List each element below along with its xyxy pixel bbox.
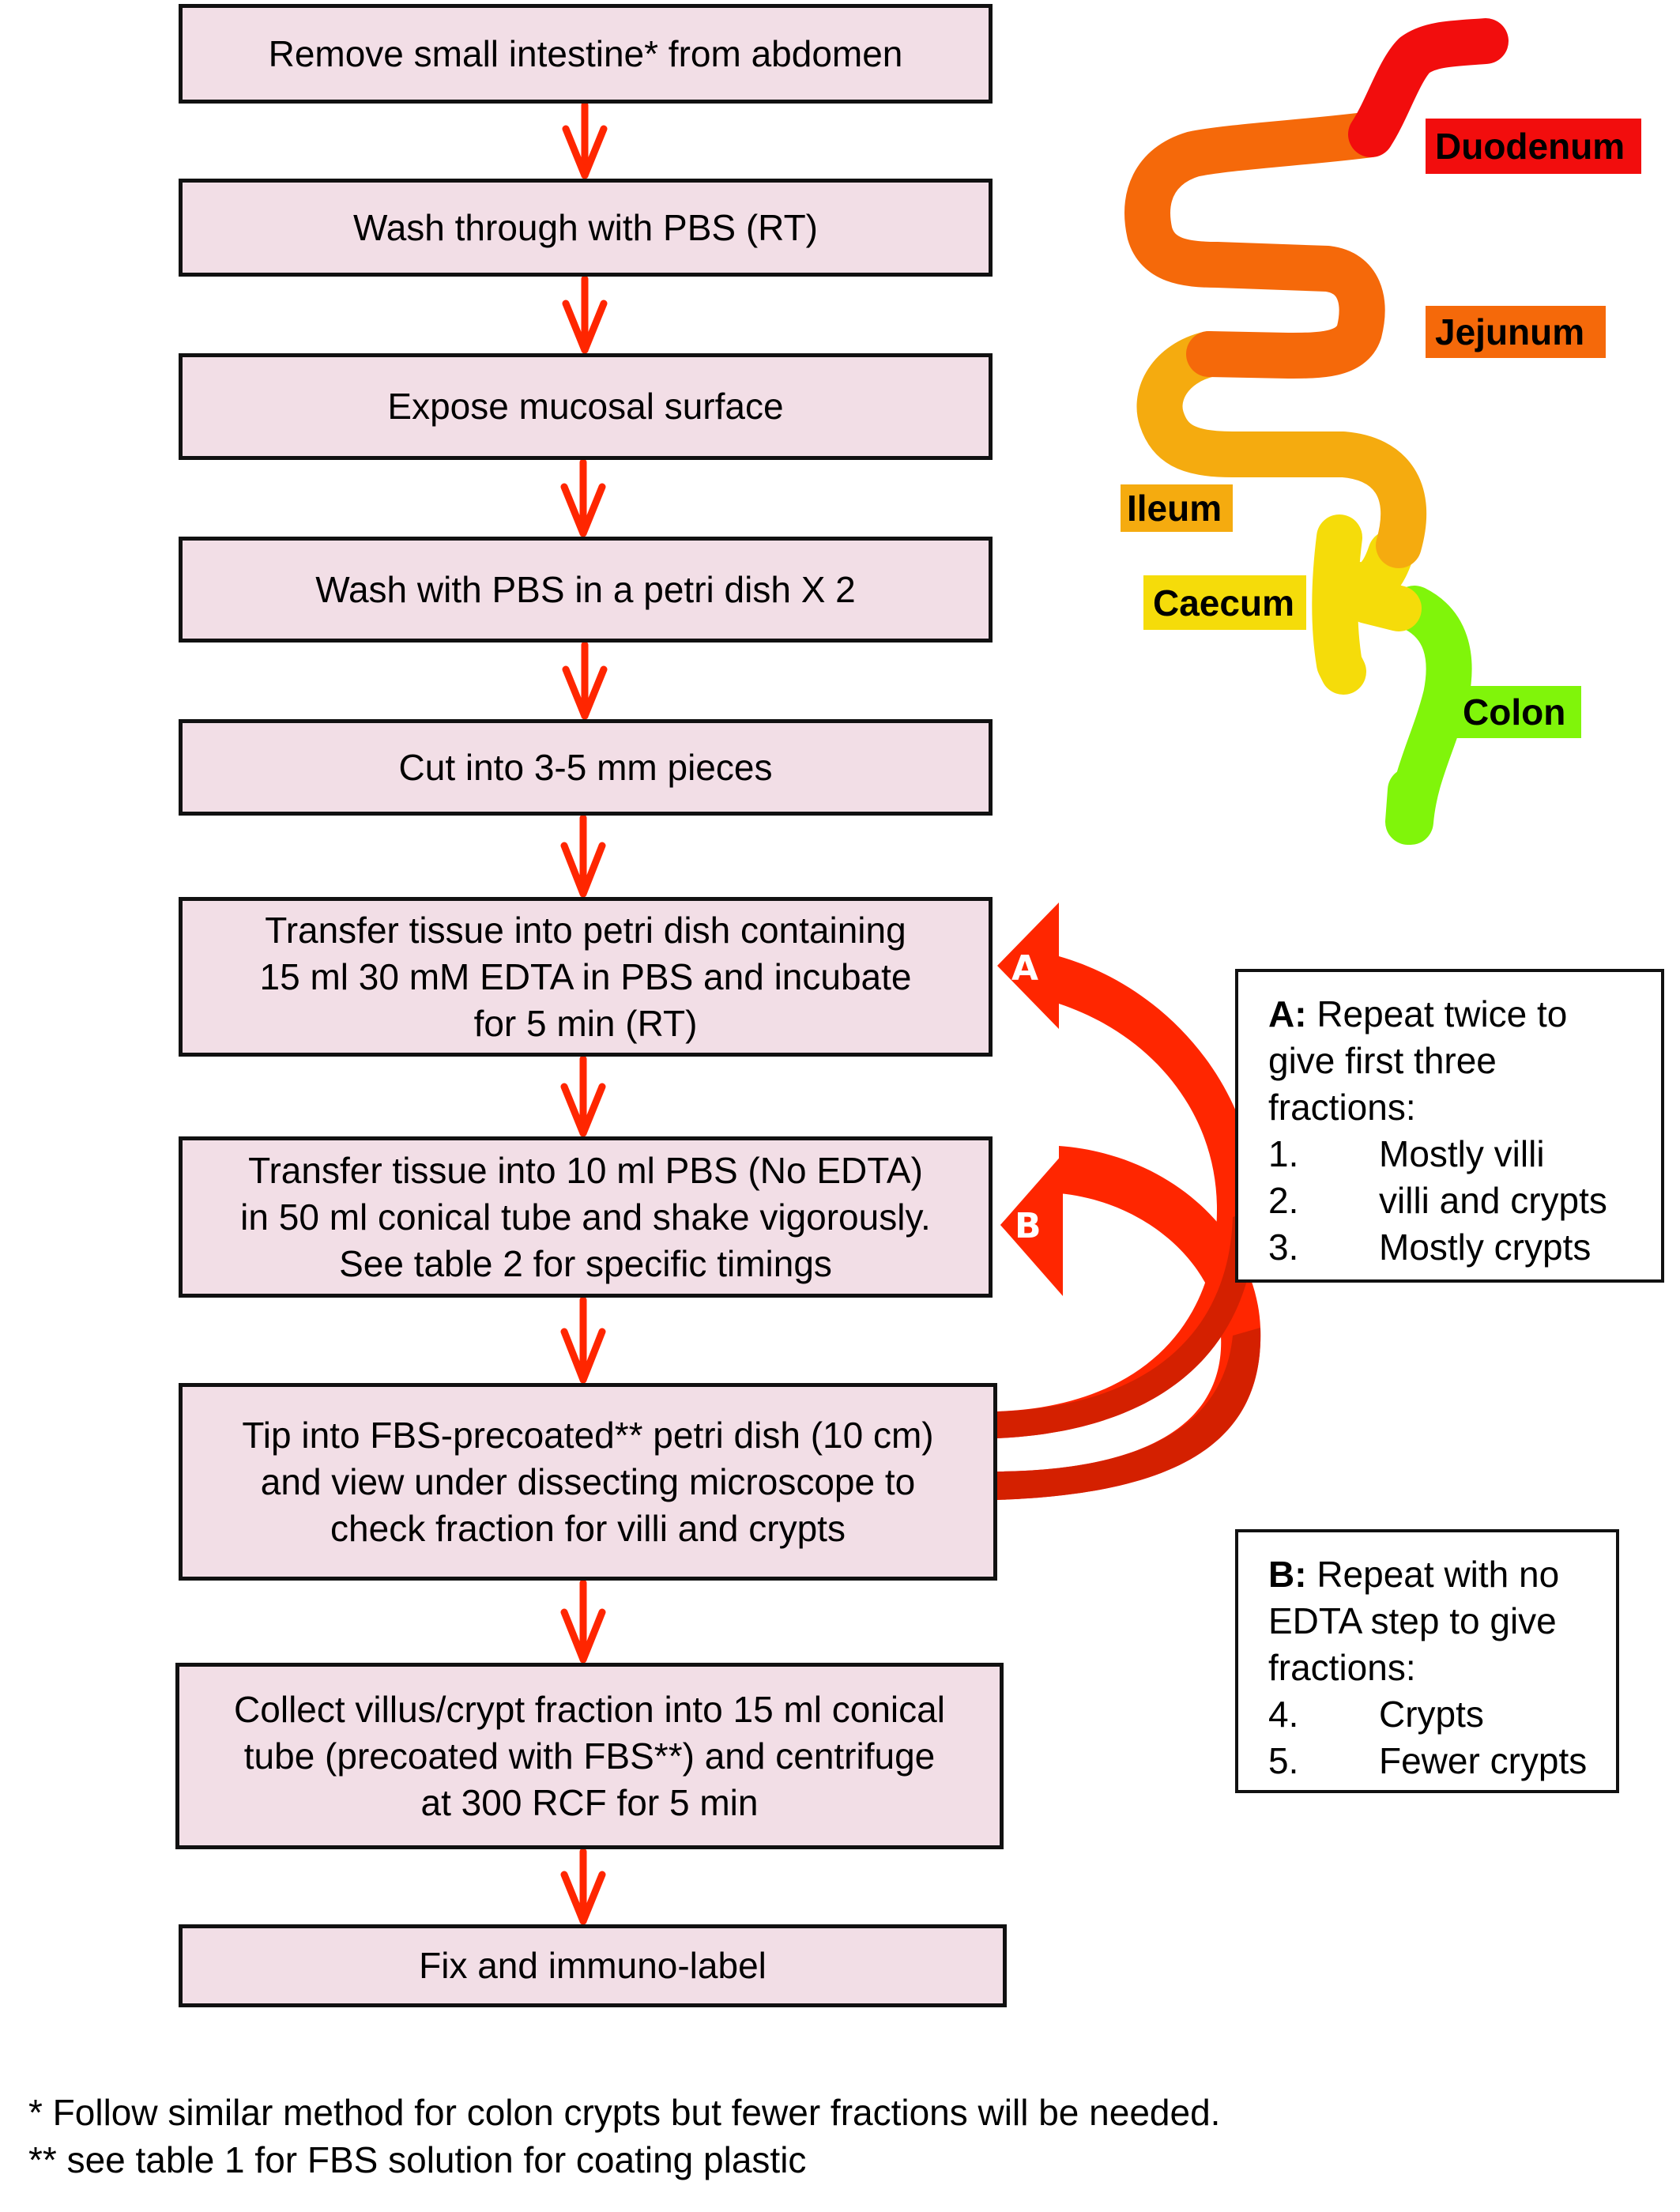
step-9-line-3: at 300 RCF for 5 min	[420, 1781, 759, 1823]
note-b: B: Repeat with no EDTA step to give frac…	[1235, 1529, 1619, 1793]
flow-arrow-1-2	[562, 101, 608, 179]
note-b-line-2: EDTA step to give	[1268, 1600, 1557, 1641]
footnote-2: ** see table 1 for FBS solution for coat…	[28, 2139, 807, 2180]
ileum-segment	[1136, 331, 1427, 568]
note-a-item-1-num: 1.	[1268, 1133, 1299, 1174]
step-4-line-1: Wash with PBS in a petri dish X 2	[315, 568, 856, 610]
step-7-shake-pbs: Transfer tissue into 10 ml PBS (No EDTA)…	[179, 1136, 993, 1298]
step-6-line-3: for 5 min (RT)	[473, 1002, 698, 1044]
label-ileum: Ileum	[1121, 484, 1233, 532]
loop-arrow-a: A	[997, 903, 1256, 1438]
flow-arrow-9-10	[560, 1848, 606, 1925]
label-colon: Colon	[1453, 686, 1581, 738]
note-b-line-1: B: Repeat with no	[1268, 1551, 1616, 1598]
flow-arrow-6-7	[560, 1055, 606, 1137]
label-jejunum: Jejunum	[1426, 306, 1606, 358]
step-6-edta-incubate: Transfer tissue into petri dish containi…	[179, 897, 993, 1057]
step-3-expose-mucosa: Expose mucosal surface	[179, 353, 993, 460]
note-a-item-3: 3. Mostly crypts	[1268, 1224, 1661, 1271]
colon-segment-tail	[1385, 767, 1433, 845]
note-a: A: Repeat twice to give first three frac…	[1235, 969, 1664, 1283]
note-a-item-2-text: villi and crypts	[1379, 1180, 1607, 1221]
step-8-line-3: check fraction for villi and crypts	[330, 1507, 846, 1549]
note-a-line-1: A: Repeat twice to	[1268, 991, 1661, 1038]
note-a-item-2: 2. villi and crypts	[1268, 1178, 1661, 1224]
flow-arrows	[560, 101, 608, 1925]
duodenum-segment	[1348, 18, 1509, 157]
note-b-text-1: Repeat with no	[1317, 1554, 1560, 1595]
note-a-item-1: 1. Mostly villi	[1268, 1131, 1661, 1178]
note-b-item-4-text: Crypts	[1379, 1694, 1484, 1735]
step-8-line-1: Tip into FBS-precoated** petri dish (10 …	[242, 1414, 934, 1456]
note-b-line-3: fractions:	[1268, 1647, 1416, 1688]
footnote-1: * Follow similar method for colon crypts…	[28, 2092, 1221, 2133]
note-b-item-4: 4. Crypts	[1268, 1691, 1616, 1738]
step-9-line-1: Collect villus/crypt fraction into 15 ml…	[234, 1688, 945, 1730]
flow-arrow-7-8	[560, 1296, 606, 1384]
label-duodenum: Duodenum	[1426, 119, 1641, 174]
note-a-line-2: give first three	[1268, 1040, 1497, 1081]
note-a-item-3-text: Mostly crypts	[1379, 1227, 1591, 1268]
flow-arrow-4-5	[562, 641, 608, 720]
note-b-label: B:	[1268, 1554, 1307, 1595]
note-a-item-2-num: 2.	[1268, 1180, 1299, 1221]
step-2-wash-through: Wash through with PBS (RT)	[179, 179, 993, 277]
step-9-collect-centrifuge: Collect villus/crypt fraction into 15 ml…	[175, 1663, 1004, 1849]
step-9-line-2: tube (precoated with FBS**) and centrifu…	[243, 1735, 936, 1777]
loop-arrow-b: B	[997, 1146, 1261, 1500]
note-b-item-5: 5. Fewer crypts	[1268, 1738, 1616, 1784]
step-2-line-1: Wash through with PBS (RT)	[353, 206, 818, 248]
step-6-line-1: Transfer tissue into petri dish containi…	[265, 909, 906, 951]
intestine-illustration	[1124, 18, 1509, 845]
loop-arrow-a-letter: A	[1011, 948, 1038, 989]
note-b-item-4-num: 4.	[1268, 1694, 1299, 1735]
loop-arrow-b-letter: B	[1015, 1206, 1042, 1246]
note-a-item-3-num: 3.	[1268, 1227, 1299, 1268]
step-6-line-2: 15 ml 30 mM EDTA in PBS and incubate	[259, 955, 912, 997]
flow-arrow-8-9	[560, 1579, 606, 1664]
note-a-label: A:	[1268, 993, 1307, 1034]
step-8-line-2: and view under dissecting microscope to	[260, 1460, 916, 1502]
caecum-segment	[1312, 514, 1366, 695]
step-7-line-2: in 50 ml conical tube and shake vigorous…	[240, 1196, 931, 1238]
step-7-line-1: Transfer tissue into 10 ml PBS (No EDTA)	[248, 1149, 923, 1191]
step-3-line-1: Expose mucosal surface	[387, 386, 784, 427]
step-1-remove-intestine: Remove small intestine* from abdomen	[179, 4, 993, 104]
flow-arrow-5-6	[560, 814, 606, 898]
step-4-wash-petri: Wash with PBS in a petri dish X 2	[179, 537, 993, 642]
note-a-item-1-text: Mostly villi	[1379, 1133, 1545, 1174]
note-a-line-3: fractions:	[1268, 1087, 1416, 1128]
label-caecum: Caecum	[1143, 575, 1306, 630]
step-5-cut-pieces: Cut into 3-5 mm pieces	[179, 719, 993, 816]
flow-arrow-2-3	[562, 275, 608, 354]
step-10-line-1: Fix and immuno-label	[419, 1945, 767, 1986]
step-10-fix-label: Fix and immuno-label	[179, 1924, 1007, 2007]
note-a-text-1: Repeat twice to	[1317, 993, 1568, 1034]
step-5-line-1: Cut into 3-5 mm pieces	[398, 746, 773, 788]
note-b-item-5-num: 5.	[1268, 1740, 1299, 1781]
flow-arrow-3-4	[560, 458, 606, 537]
step-1-line-1: Remove small intestine* from abdomen	[268, 32, 903, 74]
step-7-line-3: See table 2 for specific timings	[339, 1242, 832, 1284]
note-b-item-5-text: Fewer crypts	[1379, 1740, 1588, 1781]
jejunum-segment	[1124, 111, 1394, 379]
step-8-check-fraction: Tip into FBS-precoated** petri dish (10 …	[179, 1383, 997, 1581]
